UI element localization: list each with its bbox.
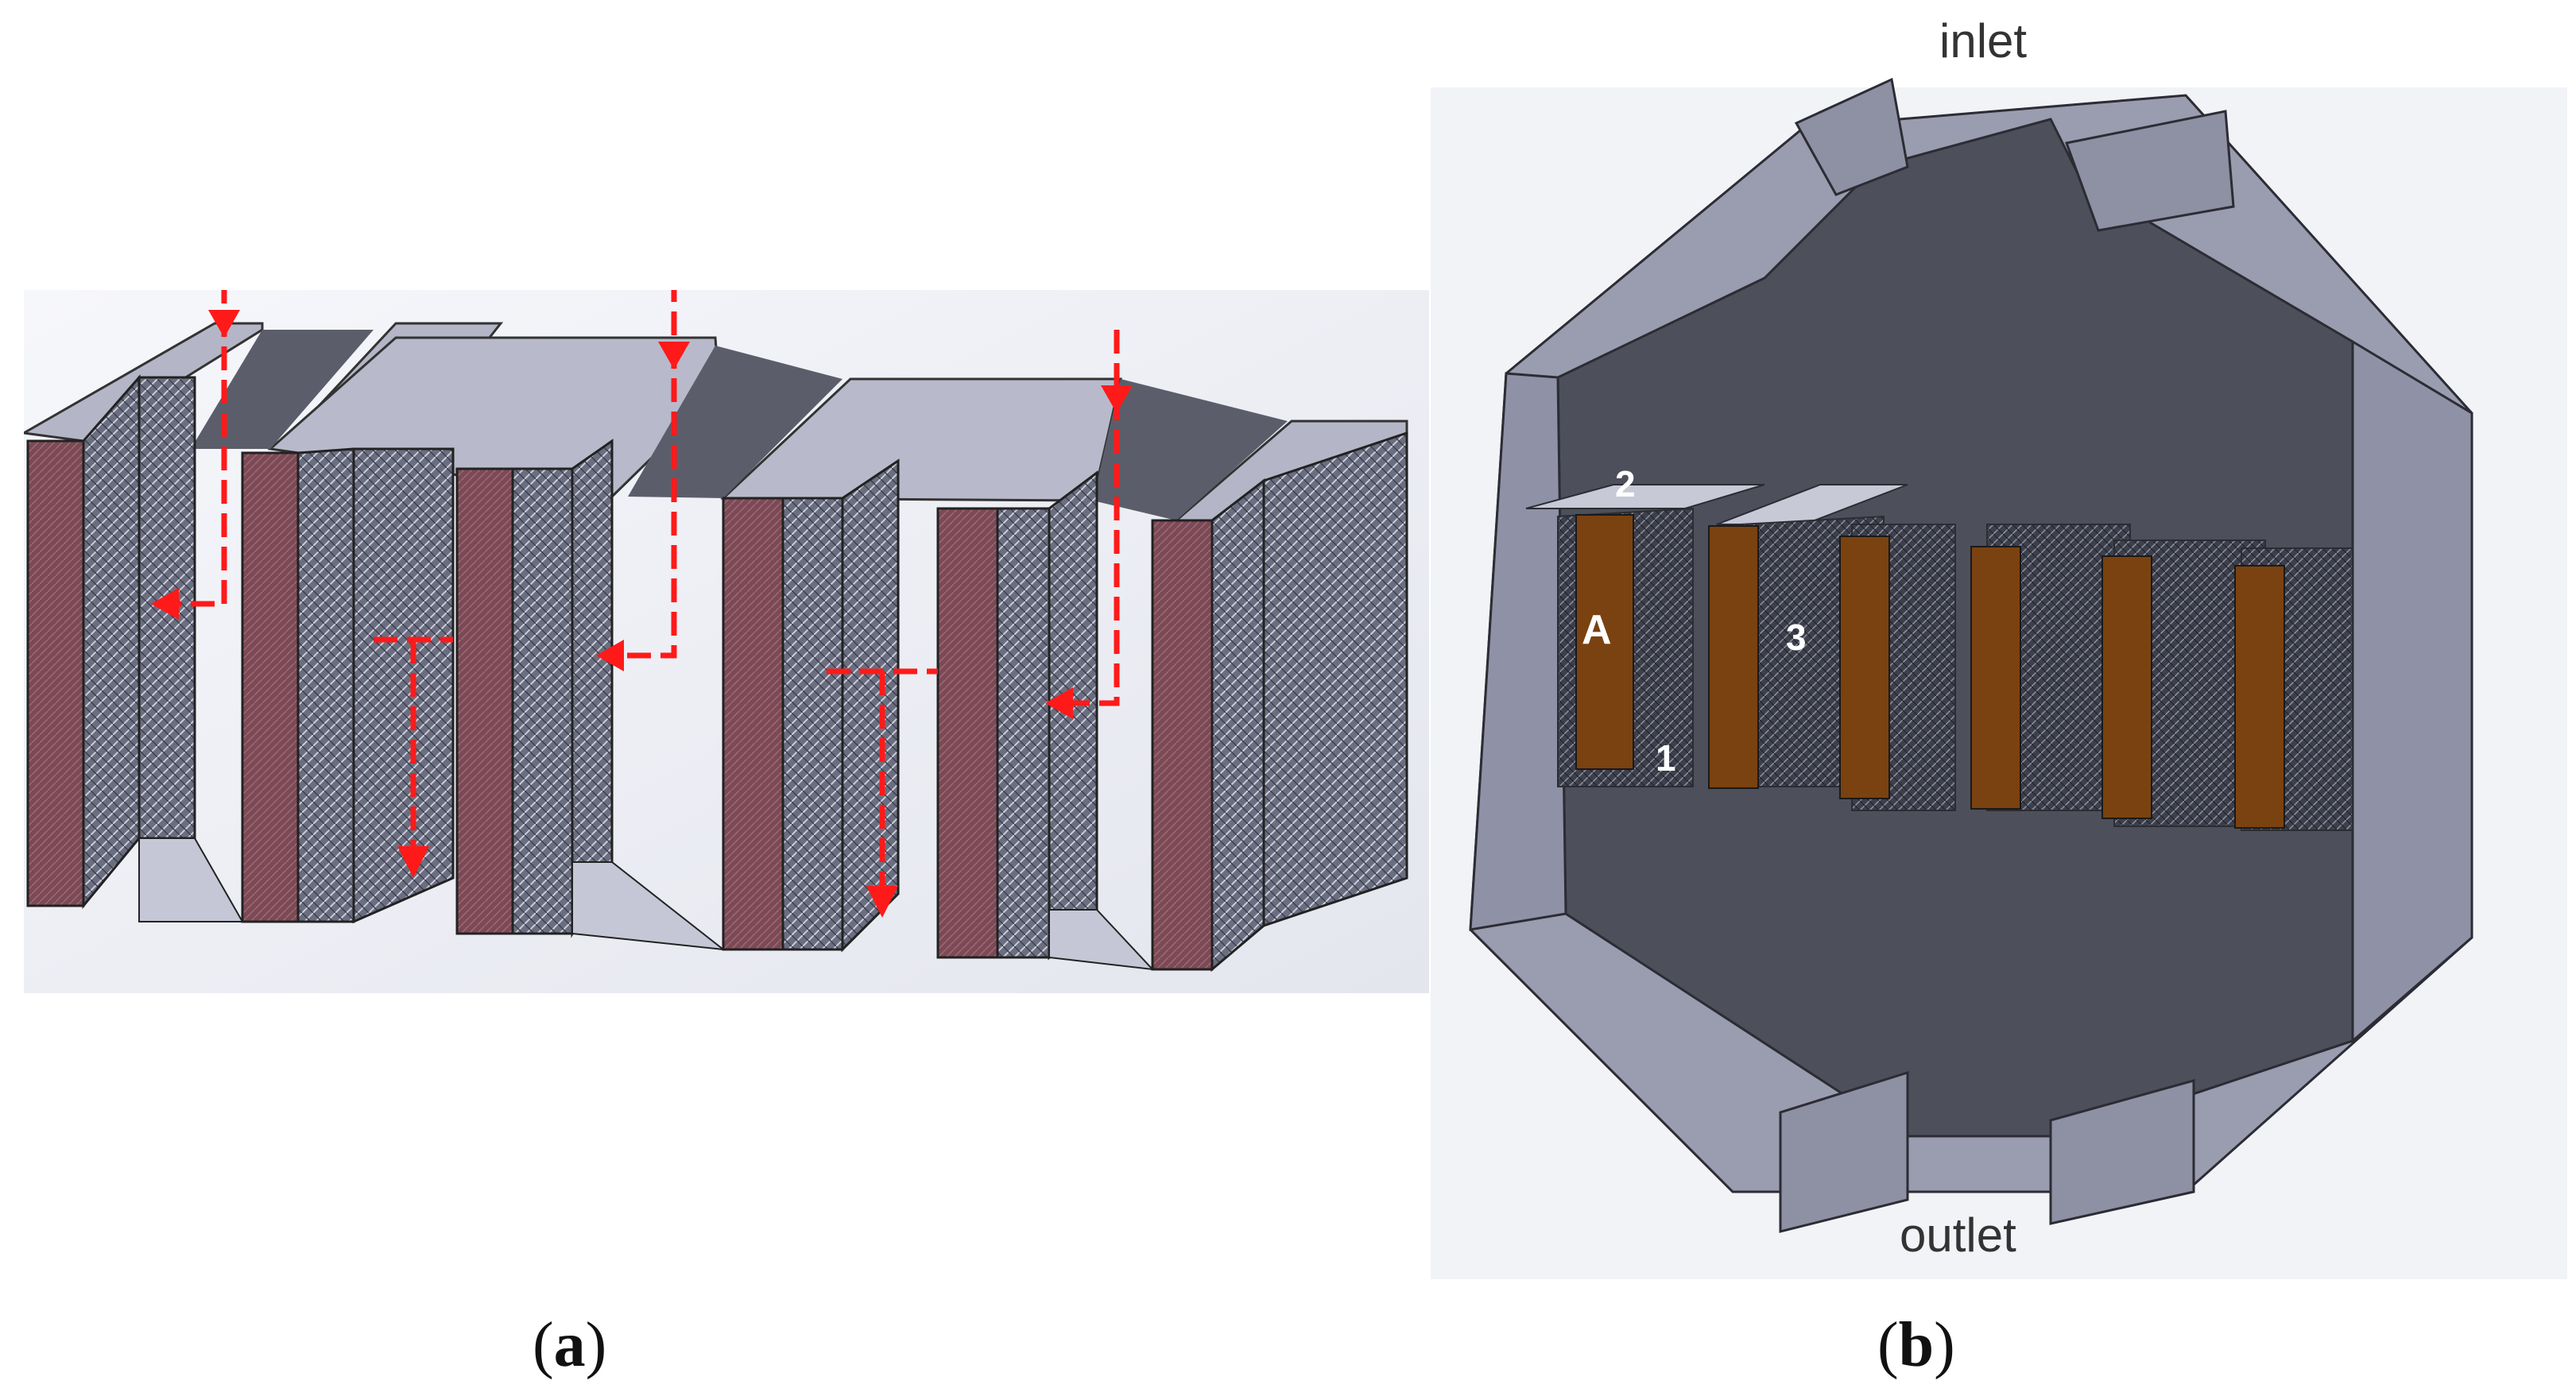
inlet-duct-right: [2064, 110, 2235, 232]
label-A: A: [1582, 607, 1612, 653]
caption-b: (b): [1877, 1309, 1955, 1382]
panel-a-svg: [24, 290, 1429, 993]
cell-stack-b: [1525, 484, 2353, 831]
mesh-face-3: [571, 439, 614, 938]
panel-b-svg: inlet outlet A 2 1 3: [1431, 14, 2567, 1279]
caption-a-close: ): [585, 1310, 607, 1380]
flow-path-2: [612, 290, 677, 659]
membrane-2: [241, 451, 300, 923]
back-opening-2: [628, 346, 843, 498]
outlet-duct-left: [1779, 1070, 1909, 1233]
brown-plate-6: [2234, 565, 2285, 829]
mesh-spacer-5: [996, 507, 1051, 959]
flow-path-1: [167, 290, 227, 607]
flow-paths: [167, 290, 1120, 902]
flow-path-4: [374, 636, 453, 862]
arrowhead-down-1: [208, 310, 240, 338]
arrowhead-left-1: [151, 588, 179, 620]
caption-b-close: ): [1934, 1310, 1955, 1380]
membrane-1: [26, 439, 85, 907]
brown-plate-4: [1970, 546, 2021, 810]
caption-a-letter: a: [553, 1310, 586, 1380]
membrane-5: [936, 507, 999, 959]
back-opening-1: [191, 330, 374, 449]
inlet-duct-left: [1794, 77, 1909, 196]
back-opening-3: [1093, 379, 1288, 520]
side-panel-left: [1469, 372, 1567, 931]
mesh-spacer-6: [1211, 478, 1265, 973]
cell-stack: [26, 374, 1408, 973]
mesh-face-2: [352, 447, 455, 924]
outlet-duct-right: [2049, 1079, 2195, 1225]
arrowhead-down-3: [1101, 385, 1133, 413]
mesh-spacer-2: [296, 447, 355, 923]
inlet-label: inlet: [1939, 14, 2027, 68]
mesh-spacer-3: [511, 467, 574, 935]
label-1: 1: [1656, 737, 1676, 779]
caption-a: (a): [533, 1309, 606, 1382]
floor-1: [138, 837, 244, 922]
label-3: 3: [1786, 617, 1807, 658]
brown-plate-2: [1708, 525, 1759, 789]
mesh-face-4: [841, 458, 900, 953]
stack-top-1: [1525, 484, 1765, 509]
mesh-spacer-1: [82, 374, 141, 910]
arrowhead-left-3: [1045, 687, 1073, 719]
caption-a-open: (: [533, 1310, 554, 1380]
brown-plate-1: [1575, 514, 1634, 770]
floor-3: [1048, 909, 1155, 971]
membrane-4: [722, 497, 784, 951]
panel-b-housing-diagram: inlet outlet A 2 1 3: [1431, 0, 2576, 1279]
outlet-label: outlet: [1900, 1208, 2016, 1262]
side-panel-right: [2351, 339, 2473, 1044]
caption-b-letter: b: [1898, 1310, 1935, 1380]
caption-b-open: (: [1877, 1310, 1899, 1380]
mesh-spacer-4: [781, 497, 844, 951]
arrowhead-left-2: [596, 640, 624, 671]
flow-path-3: [1061, 330, 1120, 706]
brown-plate-3: [1839, 536, 1890, 799]
flow-path-5: [827, 668, 938, 902]
mesh-face-6: [1262, 431, 1408, 928]
brown-plate-5: [2101, 555, 2152, 819]
membrane-3: [455, 467, 514, 935]
membrane-6: [1151, 519, 1214, 971]
arrowhead-down-4: [397, 846, 429, 878]
arrowhead-down-5: [866, 886, 898, 918]
panel-a-stack-diagram: [24, 290, 1429, 993]
arrowhead-down-2: [658, 342, 690, 369]
floor-2: [571, 861, 726, 951]
flow-arrowheads: [151, 310, 1133, 918]
label-2: 2: [1615, 463, 1636, 505]
